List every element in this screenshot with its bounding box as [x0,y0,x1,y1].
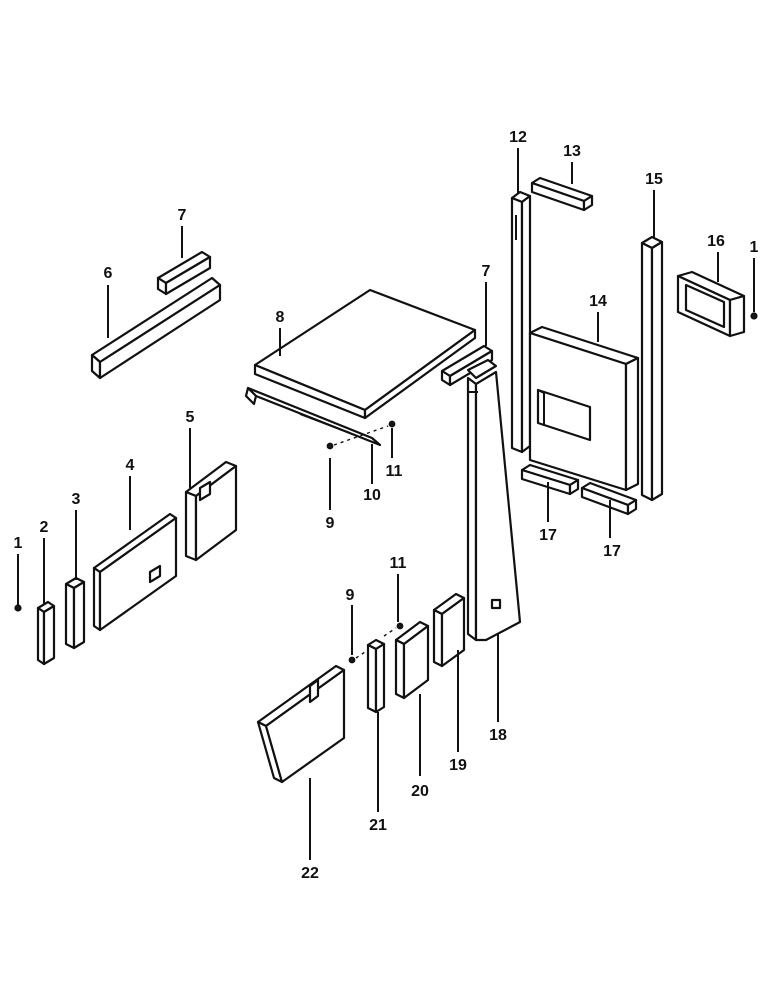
fastener-line-lower [355,649,369,659]
part-18-side-panel [466,358,522,642]
part-9-screw-lower [348,656,356,664]
fastener-line-lower-b [383,627,397,637]
fastener-line-upper [333,425,389,446]
part-16-window-frame [676,270,746,338]
part-15-tall-post [640,235,664,502]
part-13-block [530,176,594,212]
callout-19: 19 [449,757,467,774]
callout-22: 22 [301,865,319,882]
callout-18: 18 [489,727,507,744]
callout-15: 15 [645,171,663,188]
part-7-short-block-right [440,344,494,387]
part-3-block [64,576,86,650]
callout-10: 10 [363,487,381,504]
leader-lines [17,148,755,860]
part-21-channel [366,638,386,714]
callout-7-left: 7 [178,207,187,224]
callout-11-upper: 11 [386,463,403,480]
part-22-panel [256,664,346,784]
callout-labels: 1 2 3 4 5 6 7 8 9 10 11 7 12 13 14 15 16… [14,129,759,882]
part-20-block [394,620,430,700]
part-1-screw-left [14,604,22,612]
callout-9-lower: 9 [346,587,355,604]
callout-2: 2 [40,519,49,536]
callout-16: 16 [707,233,725,250]
part-10-angle-strip [244,386,382,447]
part-7-short-block-left [156,250,212,296]
callout-6: 6 [104,265,113,282]
part-19-block [432,592,466,668]
part-11-nut-upper [388,420,396,428]
callout-9-upper: 9 [326,515,335,532]
part-11-nut-lower [396,622,404,630]
callout-11-lower: 11 [390,555,407,572]
part-14-door-panel [528,325,640,492]
callout-1-right: 1 [750,239,759,256]
callout-8: 8 [276,309,285,326]
callout-5: 5 [186,409,195,426]
callout-17-left: 17 [539,527,557,544]
callout-7-right: 7 [482,263,491,280]
callout-17-right: 17 [603,543,621,560]
callout-12: 12 [509,129,527,146]
callout-13: 13 [563,143,581,160]
callout-3: 3 [72,491,81,508]
part-4-panel [92,512,178,632]
callout-21: 21 [369,817,387,834]
part-2-bracket [36,600,56,666]
callout-14: 14 [589,293,607,310]
part-17-block-right [580,481,638,516]
part-5-panel [184,460,238,562]
callout-4: 4 [126,457,135,474]
part-12-tall-post [510,190,532,454]
part-6-long-bar [90,276,222,380]
callout-20: 20 [411,783,429,800]
callout-1-left: 1 [14,535,23,552]
part-9-screw-upper [326,442,334,450]
part-1-screw-right [750,312,758,320]
part-8-top-panel [253,288,477,420]
part-17-block-left [520,463,580,496]
